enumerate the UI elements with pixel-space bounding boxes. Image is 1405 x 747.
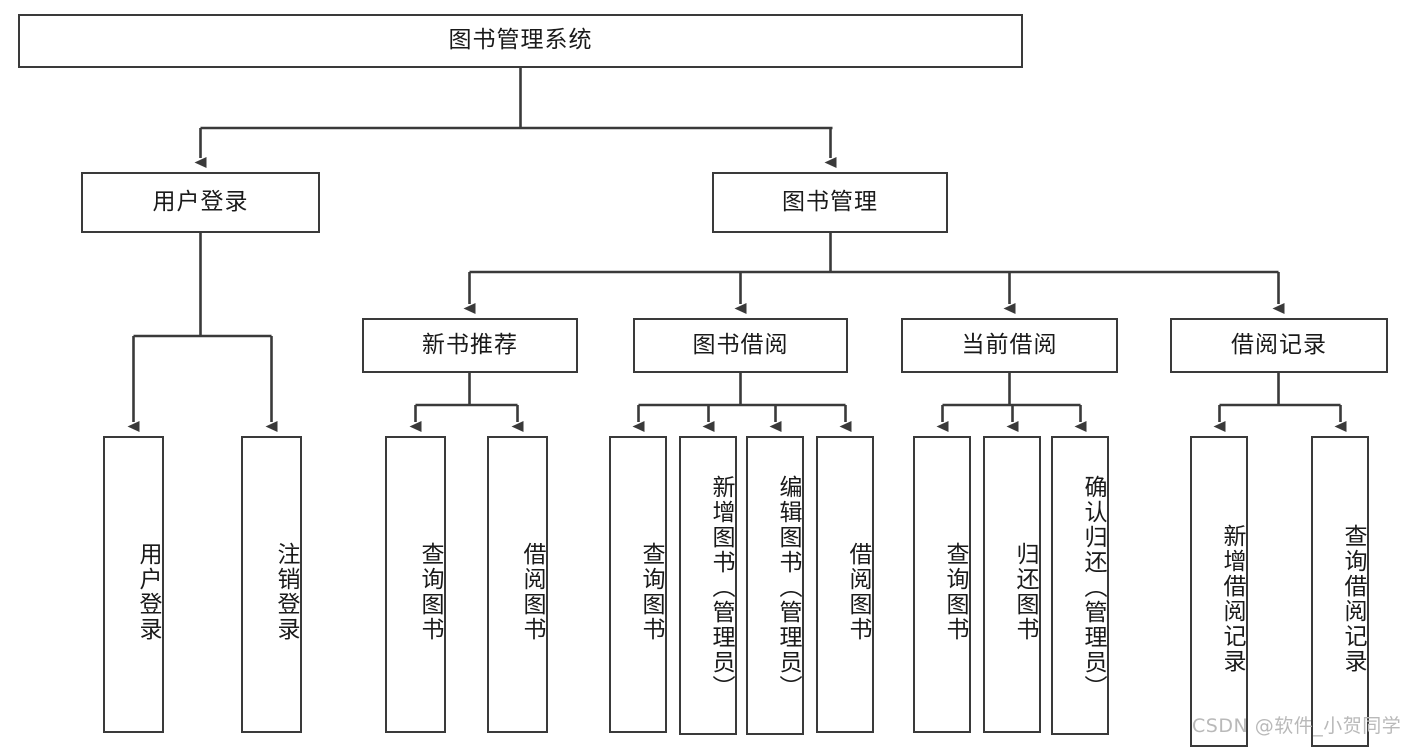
node-leaf-query-book-current[interactable]: 查询图书	[913, 436, 971, 733]
node-leaf-user-login[interactable]: 用户登录	[103, 436, 164, 733]
node-leaf-query-book-recommend[interactable]: 查询图书	[385, 436, 446, 733]
node-root[interactable]: 图书管理系统	[18, 14, 1023, 68]
node-leaf-query-book-borrow[interactable]: 查询图书	[609, 436, 667, 733]
node-current-borrow[interactable]: 当前借阅	[901, 318, 1118, 373]
node-leaf-borrow-book[interactable]: 借阅图书	[816, 436, 874, 733]
node-leaf-edit-book-admin[interactable]: 编辑图书（管理员）	[746, 436, 804, 735]
node-leaf-borrow-book-recommend[interactable]: 借阅图书	[487, 436, 548, 733]
csdn-watermark: CSDN @软件_小贺同学	[1192, 715, 1402, 737]
node-book-manage[interactable]: 图书管理	[712, 172, 948, 233]
node-new-book-recommend[interactable]: 新书推荐	[362, 318, 578, 373]
node-leaf-add-borrow-record[interactable]: 新增借阅记录	[1190, 436, 1248, 747]
node-book-borrow[interactable]: 图书借阅	[633, 318, 848, 373]
node-borrow-record[interactable]: 借阅记录	[1170, 318, 1388, 373]
node-leaf-return-book[interactable]: 归还图书	[983, 436, 1041, 733]
node-leaf-logout[interactable]: 注销登录	[241, 436, 302, 733]
node-leaf-query-borrow-record[interactable]: 查询借阅记录	[1311, 436, 1369, 747]
node-leaf-add-book-admin[interactable]: 新增图书（管理员）	[679, 436, 737, 735]
node-user-login[interactable]: 用户登录	[81, 172, 320, 233]
node-leaf-confirm-return-admin[interactable]: 确认归还（管理员）	[1051, 436, 1109, 735]
